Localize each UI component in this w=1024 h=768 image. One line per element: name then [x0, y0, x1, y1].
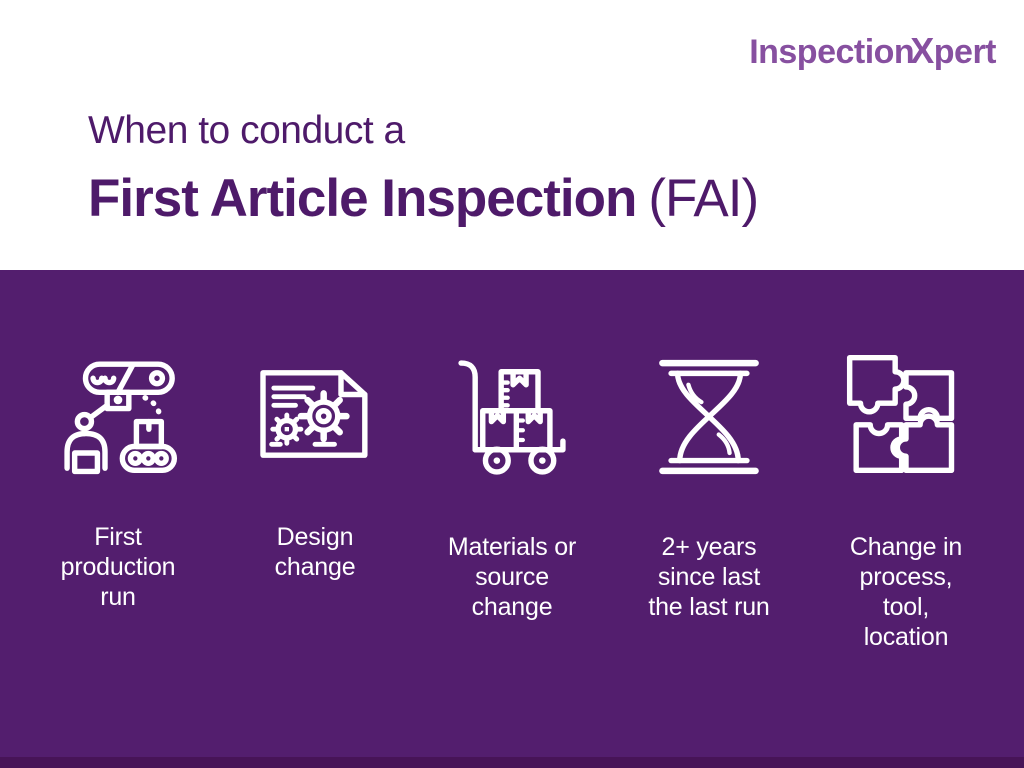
reason-change-process-tool-location: Change in process, tool, location: [810, 348, 1002, 652]
page-title-line1: When to conduct a: [88, 109, 405, 152]
reason-two-plus-years: 2+ years since last the last run: [613, 348, 805, 652]
reason-label-line: change: [274, 553, 356, 581]
page-title-line2: First Article Inspection(FAI): [88, 168, 759, 230]
reason-label-line: run: [100, 583, 136, 611]
page-title-line2-bold: First Article Inspection: [88, 169, 637, 228]
content-panel: First production run: [0, 270, 1024, 768]
reason-design-change: Design change: [219, 348, 411, 652]
brand-logo-part1: Inspection: [749, 33, 915, 71]
reason-materials-source-change: Materials or source change: [416, 348, 608, 652]
reason-label: Design change: [275, 522, 356, 582]
reason-label-line: Design: [276, 523, 354, 551]
reason-label: Materials or source change: [448, 532, 576, 622]
brand-logo-x: X: [910, 30, 934, 71]
reason-label-line: process,: [859, 563, 953, 591]
page-title: When to conduct a First Article Inspecti…: [88, 108, 759, 230]
bottom-accent-strip: [0, 757, 1024, 768]
puzzle-icon: [840, 348, 972, 480]
production-line-icon: [52, 348, 184, 480]
reason-label: 2+ years since last the last run: [648, 532, 769, 622]
reason-label: Change in process, tool, location: [850, 532, 962, 652]
design-document-icon: [249, 348, 381, 480]
materials-cart-icon: [446, 348, 578, 480]
reason-label-line: source: [475, 563, 549, 591]
reason-label-line: production: [60, 553, 176, 581]
reason-label-line: since last: [657, 563, 761, 591]
reason-label-line: Change in: [849, 533, 963, 561]
page-title-line2-light: (FAI): [648, 169, 759, 228]
brand-logo: InspectionXpert: [749, 30, 996, 72]
reasons-row: First production run: [0, 270, 1024, 652]
reason-label-line: 2+ years: [661, 533, 757, 561]
reason-first-production-run: First production run: [22, 348, 214, 652]
hourglass-icon: [643, 348, 775, 480]
reason-label: First production run: [61, 522, 176, 612]
reason-label-line: tool,: [882, 593, 930, 621]
reason-label-line: the last run: [648, 593, 770, 621]
reason-label-line: First: [94, 523, 142, 551]
reason-label-line: Materials or: [447, 533, 577, 561]
brand-logo-part2: pert: [933, 33, 997, 71]
reason-label-line: location: [863, 623, 949, 651]
reason-label-line: change: [471, 593, 553, 621]
header: InspectionXpert When to conduct a First …: [0, 0, 1024, 270]
